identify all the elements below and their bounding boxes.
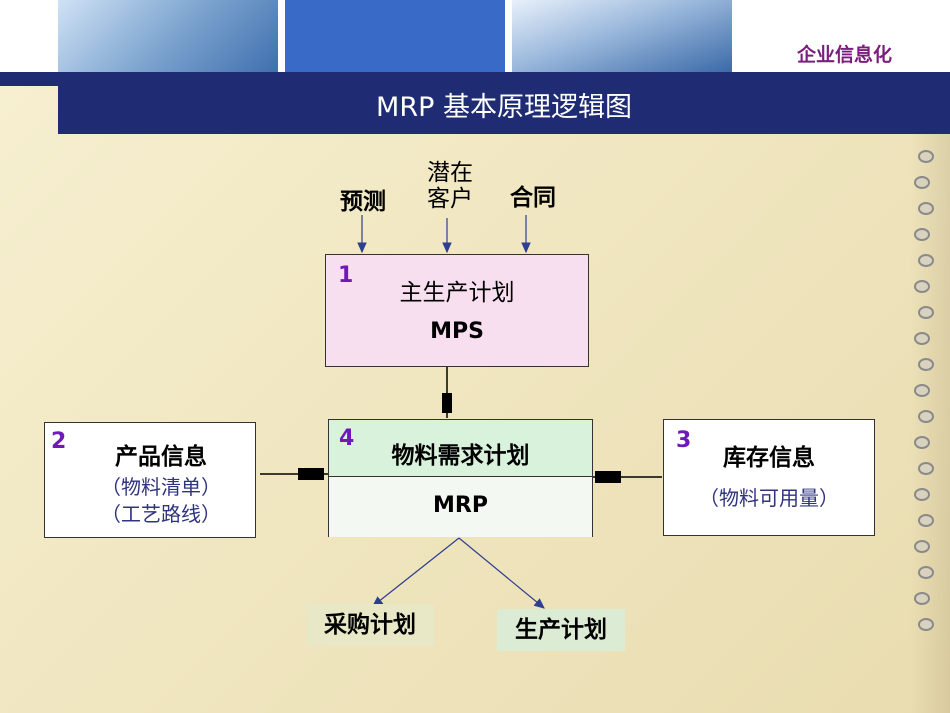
notebook-ring [918, 254, 934, 267]
input-potential-customer: 潜在 客户 [420, 160, 480, 212]
paper-background [0, 86, 950, 713]
link-product-mrp-handle [298, 468, 324, 480]
node-mrp-title: 物料需求计划 [391, 443, 530, 469]
notebook-ring [918, 358, 934, 371]
brand-text: 企业信息化 [796, 44, 892, 66]
header-photo-buildings [512, 0, 732, 72]
node-mps-code: MPS [430, 319, 484, 344]
node-product-info: 2 产品信息 （物料清单） （工艺路线） [44, 422, 256, 538]
paper-edge-shadow [910, 86, 950, 713]
notebook-ring [914, 436, 930, 449]
notebook-ring [914, 176, 930, 189]
input-potential-line1: 潜在 [427, 160, 473, 186]
header-band [0, 72, 950, 86]
notebook-ring [918, 150, 934, 163]
node-inventory-title: 库存信息 [723, 445, 815, 471]
notebook-ring [914, 332, 930, 345]
link-inventory-mrp-handle [595, 471, 621, 483]
output-production-plan: 生产计划 [497, 609, 625, 651]
notebook-ring [914, 488, 930, 501]
node-mrp: 4 物料需求计划 MRP [328, 419, 593, 537]
node-mps-title: 主生产计划 [399, 280, 515, 306]
header-photo-blank [738, 0, 950, 72]
header-photo-blue [285, 0, 505, 72]
node-mrp-number: 4 [339, 426, 355, 451]
notebook-ring [918, 202, 934, 215]
notebook-ring [918, 514, 934, 527]
node-mrp-lower: MRP [329, 476, 592, 537]
input-forecast: 预测 [340, 189, 386, 215]
header-strip: 企业信息化 [0, 0, 950, 72]
link-mps-mrp-handle [442, 393, 452, 413]
node-inventory-info: 3 库存信息 （物料可用量） [663, 419, 875, 536]
notebook-ring [918, 618, 934, 631]
notebook-ring [918, 462, 934, 475]
node-mps: 1 主生产计划 MPS [325, 254, 589, 367]
node-product-title: 产品信息 [115, 444, 207, 470]
input-potential-line2: 客户 [427, 186, 473, 212]
slide-title: MRP 基本原理逻辑图 [58, 86, 950, 134]
output-purchase-plan: 采购计划 [306, 604, 434, 646]
notebook-ring [914, 384, 930, 397]
notebook-ring [918, 566, 934, 579]
node-product-sub1: （物料清单） [101, 475, 221, 499]
node-product-number: 2 [51, 429, 67, 454]
arrow-to-purchase [372, 537, 460, 607]
header-photo-keyboard [58, 0, 278, 72]
arrow-to-production [458, 537, 545, 609]
notebook-ring [914, 228, 930, 241]
input-contract: 合同 [510, 185, 556, 211]
node-mrp-code: MRP [433, 493, 488, 518]
notebook-ring [914, 540, 930, 553]
notebook-ring [914, 592, 930, 605]
notebook-ring [918, 306, 934, 319]
node-inventory-sub1: （物料可用量） [699, 486, 839, 510]
notebook-ring [914, 280, 930, 293]
notebook-ring [918, 410, 934, 423]
node-inventory-number: 3 [676, 428, 692, 453]
node-product-sub2: （工艺路线） [101, 502, 221, 526]
node-mps-number: 1 [338, 263, 354, 288]
